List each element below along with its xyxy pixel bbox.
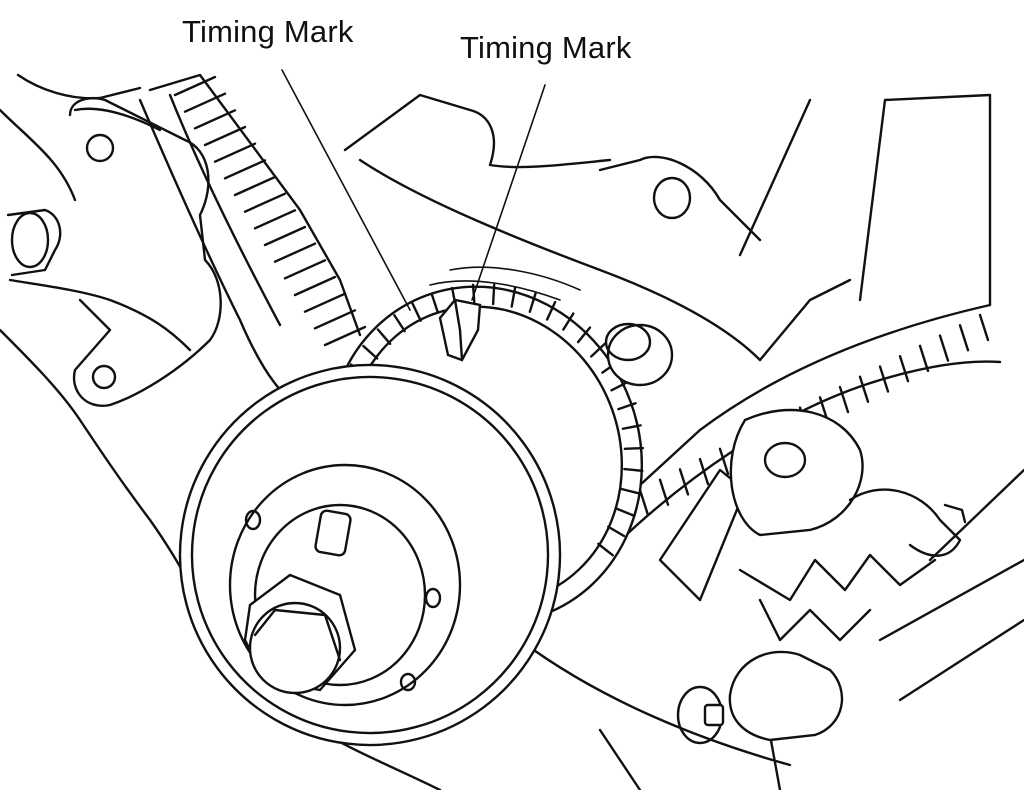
leader-line-left bbox=[281, 69, 411, 311]
center-bolt bbox=[243, 573, 357, 695]
leader-lines bbox=[281, 69, 546, 311]
timing-mark-pointer bbox=[429, 266, 581, 362]
leader-line-right bbox=[471, 84, 546, 301]
mounting-bolt bbox=[604, 176, 692, 387]
belt-tensioner bbox=[658, 408, 967, 745]
timing-belt bbox=[138, 73, 1002, 562]
timing-mark-label-left: Timing Mark bbox=[182, 14, 354, 49]
left-bracket bbox=[6, 96, 222, 407]
timing-mark-label-right: Timing Mark bbox=[460, 30, 632, 65]
